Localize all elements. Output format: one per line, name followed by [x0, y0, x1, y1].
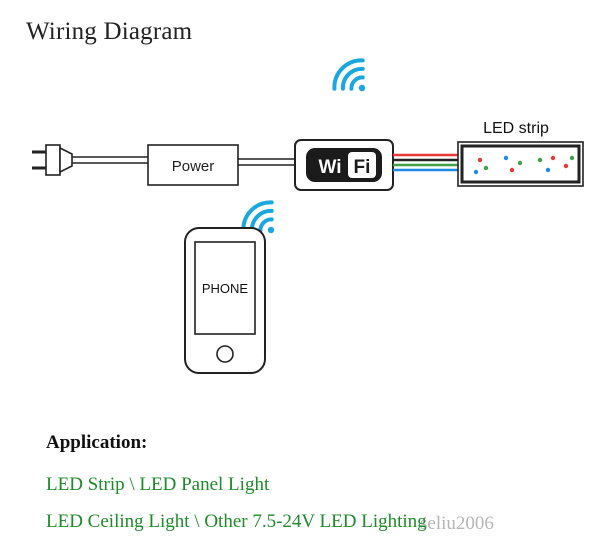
led-strip-label: LED strip	[483, 120, 549, 137]
power-adapter-box	[147, 144, 239, 186]
wiring-diagram: Power Wi Fi	[32, 58, 584, 374]
power-plug-icon	[32, 144, 73, 176]
application-line: LED Strip \ LED Panel Light	[46, 474, 270, 495]
led-chip	[537, 155, 556, 173]
watermark: seliu2006	[420, 513, 494, 534]
phone-label: PHONE	[202, 281, 249, 296]
led-chip	[563, 155, 575, 169]
wifi-logo-right: Fi	[354, 157, 371, 178]
application-line: LED Ceiling Light \ Other 7.5-24V LED Li…	[46, 511, 427, 532]
wifi-logo-left: Wi	[318, 157, 341, 178]
diagram-title: Wiring Diagram	[26, 18, 193, 45]
application-heading: Application:	[46, 432, 148, 453]
wifi-signal-icon	[332, 58, 366, 92]
led-chip	[473, 157, 489, 175]
power-label: Power	[172, 158, 215, 175]
rgb-wires	[393, 153, 460, 172]
phone-icon	[184, 227, 266, 374]
controller-cable	[238, 158, 295, 166]
wifi-controller: Wi Fi	[294, 139, 394, 191]
led-strip	[457, 141, 584, 187]
led-chip	[503, 155, 523, 173]
power-cable	[72, 156, 148, 164]
